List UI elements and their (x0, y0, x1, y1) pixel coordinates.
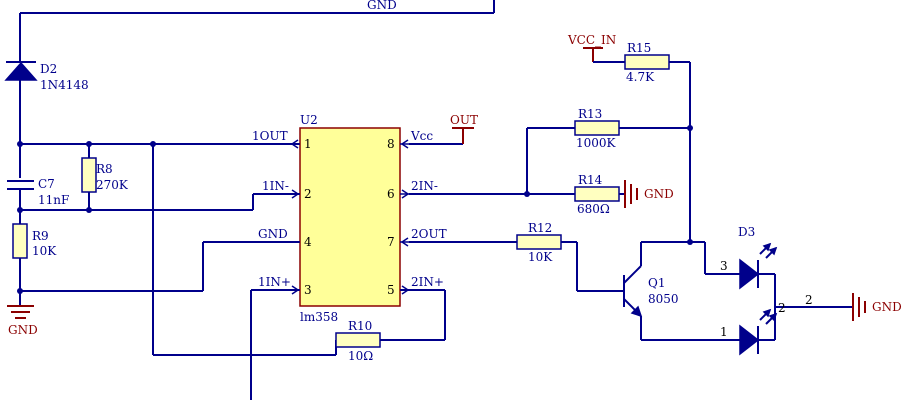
u2-pin5-num: 5 (387, 283, 395, 297)
resistor-r9: R9 10K (12, 223, 57, 306)
r14-value: 680Ω (577, 202, 610, 216)
vcc-in-label: VCC_IN (567, 33, 616, 47)
u2-pin7-name: 2OUT (411, 227, 447, 241)
r10-ref: R10 (348, 319, 372, 333)
r15-ref: R15 (627, 41, 651, 55)
u2-pin7-num: 7 (387, 235, 395, 249)
u2-pin6-name: 2IN- (411, 179, 438, 193)
u2-pin1-num: 1 (304, 137, 312, 151)
diode-d2: D2 1N4148 (4, 61, 89, 178)
r15-value: 4.7K (626, 70, 655, 84)
u2-pin6-num: 6 (387, 187, 395, 201)
gnd-symbol-r14: GND (624, 180, 674, 208)
u2-pin4-name: GND (258, 227, 288, 241)
u2-pin8-num: 8 (387, 137, 395, 151)
d2-value: 1N4148 (40, 78, 89, 92)
d3-ref: D3 (738, 225, 755, 239)
pin6-network (409, 127, 575, 197)
r9-ref: R9 (32, 229, 49, 243)
d3-pin2-outer: 2 (805, 293, 813, 307)
resistor-r8: R8 270K (81, 144, 129, 210)
r8-ref: R8 (96, 162, 113, 176)
r13-value: 1000K (576, 136, 617, 150)
u2-pin2-name: 1IN- (262, 179, 289, 193)
resistor-r15: R15 4.7K (624, 41, 693, 245)
d3-pin2-inner: 2 (778, 301, 786, 315)
r8-value: 270K (96, 178, 129, 192)
gnd-right-label: GND (872, 300, 902, 314)
gnd-symbol-right: GND (852, 293, 902, 321)
resistor-r10: R10 10Ω (335, 289, 446, 363)
top-gnd-label: GND (367, 0, 397, 12)
u2-pin3-name: 1IN+ (258, 275, 291, 289)
c7-ref: C7 (38, 177, 55, 191)
r12-value: 10K (528, 250, 553, 264)
r10-value: 10Ω (348, 349, 373, 363)
u2-pin3-num: 3 (304, 283, 312, 297)
u2-ref: U2 (300, 113, 318, 127)
vcc-in-port: VCC_IN (567, 33, 625, 63)
u2-pin5-name: 2IN+ (411, 275, 444, 289)
resistor-r12: R12 10K (516, 221, 624, 292)
r14-ref: R14 (578, 173, 603, 187)
top-gnd-net: GND (19, 0, 495, 62)
r9-value: 10K (32, 244, 57, 258)
ic-u2: U2 lm358 1OUT 1 1IN- 2 GND 4 1IN+ 3 8 Vc… (252, 113, 447, 324)
r12-ref: R12 (528, 221, 552, 235)
resistor-r13: R13 1000K (574, 107, 693, 150)
transistor-q1: Q1 8050 (623, 242, 679, 340)
q1-ref: Q1 (648, 276, 665, 290)
u2-value: lm358 (300, 310, 338, 324)
q1-value: 8050 (648, 292, 679, 306)
resistor-r14: R14 680Ω (574, 173, 625, 216)
gnd-r14-label: GND (644, 187, 674, 201)
out-label: OUT (450, 113, 478, 127)
u2-pin1-name: 1OUT (252, 129, 288, 143)
u2-pin8-name: Vcc (410, 129, 433, 143)
d3-pin3: 3 (720, 259, 728, 273)
led-d3: D3 3 1 2 2 (641, 225, 853, 356)
gnd-left-label: GND (8, 323, 38, 337)
r13-ref: R13 (578, 107, 602, 121)
d3-pin1: 1 (720, 325, 728, 339)
capacitor-c7: C7 11nF (7, 177, 69, 224)
out-port: OUT (409, 113, 478, 145)
c7-value: 11nF (38, 193, 69, 207)
gnd-symbol-left: GND (7, 305, 38, 337)
d2-ref: D2 (40, 62, 57, 76)
u2-pin2-num: 2 (304, 187, 312, 201)
u2-pin4-num: 4 (304, 235, 312, 249)
left-network: C7 11nF R8 270K R9 10K (7, 141, 337, 400)
